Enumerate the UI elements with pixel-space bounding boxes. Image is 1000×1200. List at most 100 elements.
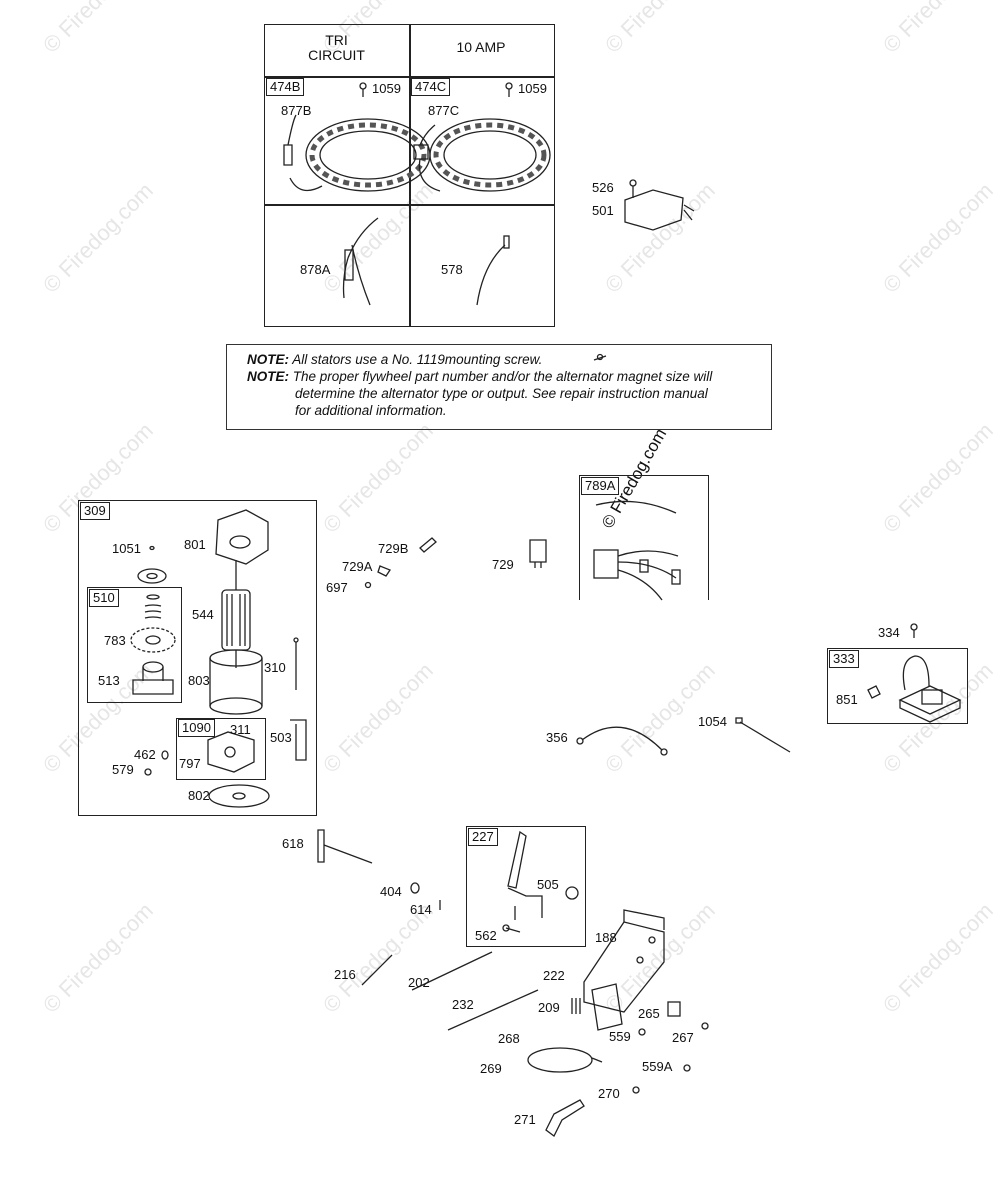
part-label: 877C [428,103,460,118]
note-prefix: NOTE: [247,369,289,384]
note-text: All stators use a No. 1119mounting screw… [289,352,543,367]
link-rod-icon [411,951,493,991]
part-label: 404 [380,884,402,899]
plug-icon [632,1086,640,1094]
connector-icon [529,539,547,568]
screw-icon [364,581,372,589]
part-label: 188 [595,930,617,945]
part-label: 1051 [112,541,141,556]
pinion-gear-icon [130,627,176,653]
part-label: 559A [642,1059,673,1074]
note-prefix: NOTE: [247,352,289,367]
governor-rod-icon [447,989,539,1031]
part-label: 271 [514,1112,536,1127]
control-lever-icon [507,830,543,920]
note-text: The proper flywheel part number and/or t… [289,369,713,384]
wire-harness-icon [342,217,379,306]
part-label: 505 [537,877,559,892]
washer-icon [161,750,169,760]
part-label: 878A [300,262,331,277]
screw-icon [910,623,918,638]
part-label: 618 [282,836,304,851]
starter-group-box [78,500,317,816]
group-tag-333: 333 [829,650,859,668]
part-label: 270 [598,1086,620,1101]
part-label: 311 [230,722,251,737]
part-label: 265 [638,1006,660,1021]
bolt-icon [502,924,521,933]
note-text: determine the alternator type or output.… [295,386,708,401]
part-label: 1054 [698,714,727,729]
part-label: 801 [184,537,206,552]
screw-icon [683,1064,691,1072]
part-label: 503 [270,730,292,745]
brush-plate-icon [207,731,255,773]
part-label: 697 [326,580,348,595]
group-tag-474b: 474B [266,78,305,96]
ignition-coil-icon [867,655,962,723]
end-cap-icon [215,509,269,565]
screw-icon [359,82,367,97]
part-label: 797 [179,756,201,771]
end-plate-icon [208,784,270,808]
part-label: 614 [410,902,432,917]
part-label: 269 [480,1061,502,1076]
part-label: 501 [592,203,614,218]
part-label: 209 [538,1000,560,1015]
part-label: 729 [492,557,514,572]
part-label: 334 [878,625,900,640]
part-label: 802 [188,788,210,803]
bracket-icon [290,719,307,761]
washer-icon [410,882,420,894]
harness-group-box [579,475,709,600]
part-label: 579 [112,762,134,777]
tri-circuit-header: TRI CIRCUIT [308,32,365,63]
part-label: 559 [609,1029,631,1044]
brush-group-box [176,718,266,780]
group-tag-789a: 789A [581,477,620,495]
group-tag-227: 227 [468,828,498,846]
part-label: 562 [475,928,497,943]
regulator-icon [624,179,695,231]
nut-icon [565,886,579,900]
armature-icon [221,560,251,668]
screw-icon [505,82,513,97]
part-label: 578 [441,262,463,277]
part-label: 803 [188,673,210,688]
screw-icon [701,1022,709,1030]
screw-icon [638,1028,646,1036]
part-label: 1059 [372,81,401,96]
spring-icon [571,998,581,1014]
bushing-icon [137,568,167,584]
drive-group-box [87,587,182,703]
part-label: 851 [836,692,858,707]
part-label: 729A [342,559,373,574]
part-label: 356 [546,730,568,745]
table-cell [409,204,555,327]
group-tag-474c: 474C [411,78,451,96]
part-label: 783 [104,633,126,648]
through-bolt-icon [293,637,299,690]
group-tag-1090: 1090 [178,719,215,737]
screw-icon [593,353,607,361]
link-rod-icon [361,954,393,986]
part-label: 268 [498,1031,520,1046]
table-cell [264,204,411,327]
part-label: 216 [334,967,356,982]
part-label: 513 [98,673,120,688]
part-label: 222 [543,968,565,983]
cable-tie-icon [735,717,791,753]
clutch-icon [132,661,174,695]
harness-icon [593,500,681,601]
part-label: 267 [672,1030,694,1045]
note-text: for additional information. [295,403,447,418]
choke-lever-icon [545,1099,585,1137]
table-header-cell [264,24,411,78]
note-box: NOTE: All stators use a No. 1119mounting… [226,344,772,430]
group-tag-309: 309 [80,502,110,520]
ground-wire-icon [576,726,668,756]
part-label: 1059 [518,81,547,96]
part-label: 310 [264,660,286,675]
washer-icon [149,545,155,551]
